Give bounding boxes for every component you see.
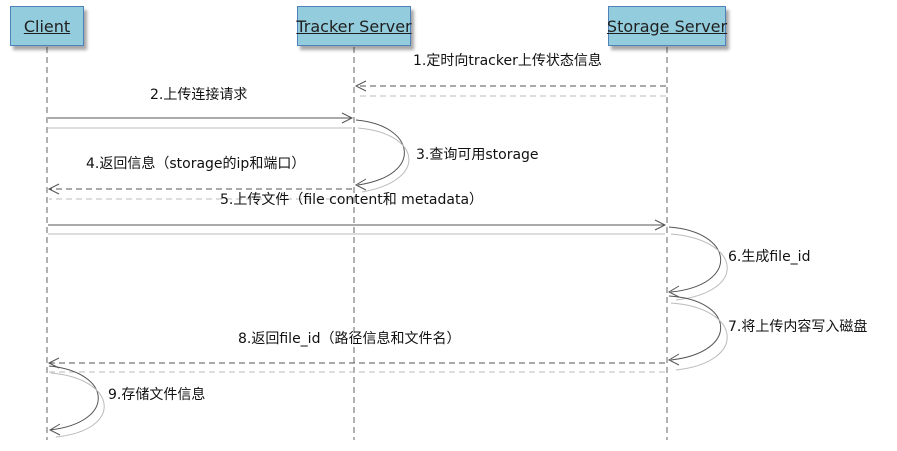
message-8-label: 8.返回file_id（路径信息和文件名） — [238, 331, 461, 347]
arrow-m1 — [354, 80, 666, 97]
message-4-label: 4.返回信息（storage的ip和端口） — [86, 156, 306, 172]
actor-client: Client — [10, 6, 84, 46]
message-6-label: 6.生成file_id — [728, 249, 811, 265]
arrow-m4 — [47, 183, 352, 200]
message-9-label: 9.存储文件信息 — [108, 387, 206, 403]
message-1-label: 1.定时向tracker上传状态信息 — [413, 53, 602, 69]
arrow-m5 — [48, 219, 667, 235]
arrow-m3 — [354, 119, 410, 193]
actor-storage: Storage Server — [607, 6, 727, 46]
message-7-label: 7.将上传内容写入磁盘 — [728, 319, 868, 335]
message-2-label: 2.上传连接请求 — [150, 87, 248, 103]
message-3-label: 3.查询可用storage — [416, 147, 539, 163]
actor-tracker: Tracker Server — [296, 6, 412, 46]
arrow-m8 — [47, 357, 665, 373]
arrow-m7 — [667, 295, 728, 371]
arrow-m2 — [48, 112, 354, 129]
arrow-m9 — [48, 365, 105, 438]
arrow-m6 — [667, 226, 728, 301]
message-5-label: 5.上传文件（file content和 metadata） — [220, 192, 484, 208]
